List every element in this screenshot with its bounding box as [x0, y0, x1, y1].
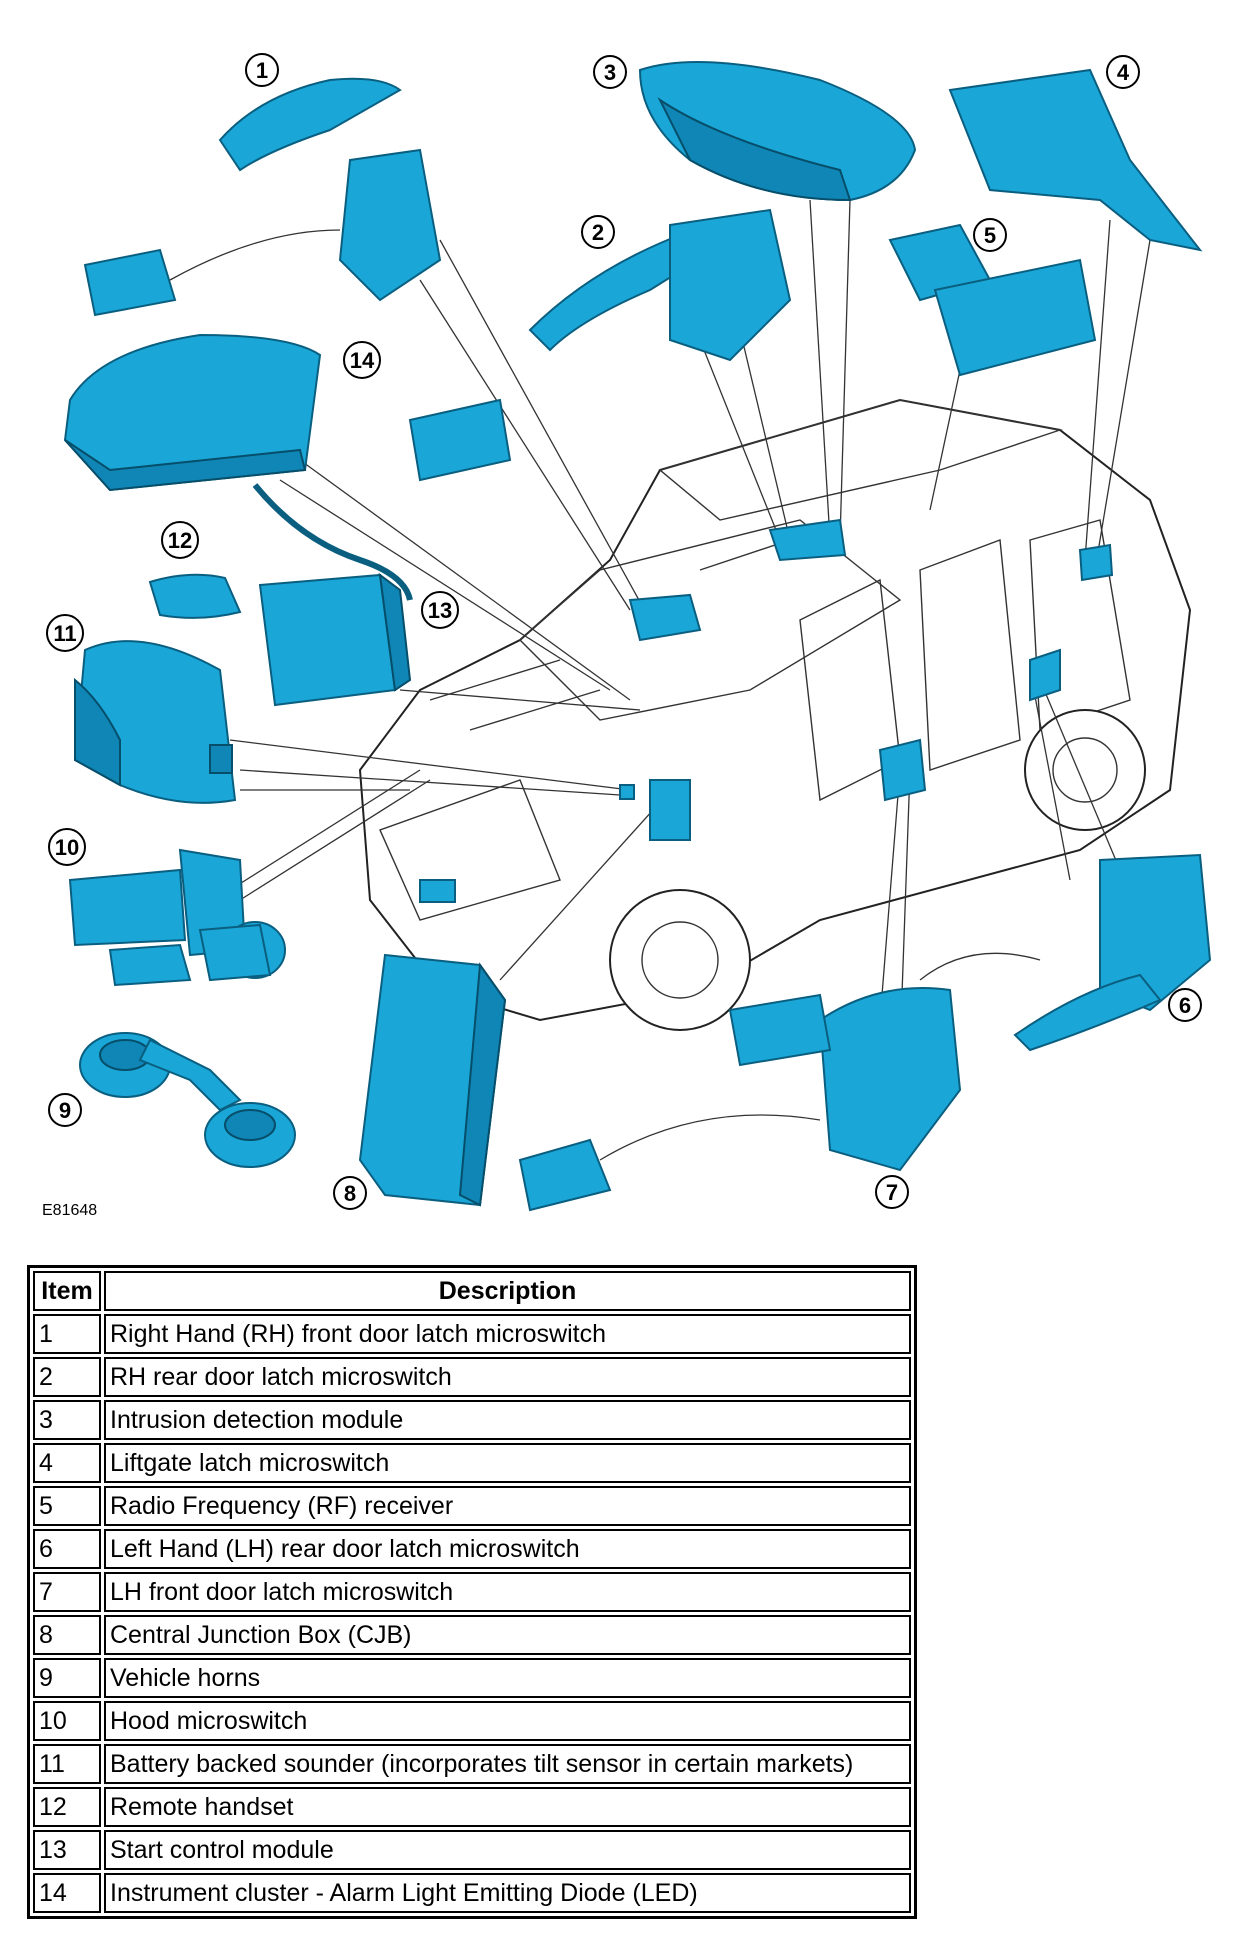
cell-description: Right Hand (RH) front door latch microsw… — [104, 1314, 911, 1354]
vehicle-component-markers — [419, 518, 1114, 903]
component-remote-handset — [148, 573, 242, 619]
cell-description: Vehicle horns — [104, 1658, 911, 1698]
callout-6: 6 — [1168, 988, 1202, 1022]
cell-description: Remote handset — [104, 1787, 911, 1827]
callout-5: 5 — [973, 218, 1007, 252]
callout-14: 14 — [343, 341, 381, 379]
component-rh-front-door-latch — [83, 77, 442, 317]
leader-lines — [229, 199, 1151, 1051]
callout-13: 13 — [421, 591, 459, 629]
cell-description: Intrusion detection module — [104, 1400, 911, 1440]
cell-item: 1 — [33, 1314, 101, 1354]
component-rh-rear-door-latch — [408, 208, 792, 482]
svg-text:11: 11 — [53, 621, 76, 646]
cell-item: 12 — [33, 1787, 101, 1827]
component-hood-microswitch — [68, 848, 286, 987]
component-vehicle-horns — [79, 1032, 296, 1168]
callout-4: 4 — [1106, 55, 1140, 89]
component-liftgate-latch — [948, 68, 1203, 252]
callout-12: 12 — [161, 521, 199, 559]
callout-11: 11 — [46, 614, 84, 652]
svg-text:6: 6 — [1179, 993, 1191, 1018]
cell-item: 8 — [33, 1615, 101, 1655]
svg-text:7: 7 — [886, 1180, 898, 1205]
component-rf-receiver — [888, 223, 1097, 377]
cell-item: 2 — [33, 1357, 101, 1397]
figure-reference-code: E81648 — [42, 1202, 97, 1219]
callout-10: 10 — [48, 828, 86, 866]
callout-9: 9 — [48, 1093, 82, 1127]
cell-description: Radio Frequency (RF) receiver — [104, 1486, 911, 1526]
svg-text:12: 12 — [168, 528, 192, 553]
component-intrusion-detection-module — [638, 61, 917, 202]
cell-description: Left Hand (LH) rear door latch microswit… — [104, 1529, 911, 1569]
cell-item: 11 — [33, 1744, 101, 1784]
svg-text:10: 10 — [55, 835, 79, 860]
callouts: 1 2 3 4 5 6 7 8 9 10 11 12 13 14 — [46, 53, 1202, 1210]
svg-text:3: 3 — [604, 60, 616, 85]
table-header-row: Item Description — [33, 1271, 911, 1311]
component-lh-rear-door-latch — [919, 853, 1212, 1052]
cell-description: Liftgate latch microswitch — [104, 1443, 911, 1483]
callout-7: 7 — [875, 1175, 909, 1209]
component-instrument-cluster — [63, 333, 322, 492]
component-battery-backed-sounder — [73, 640, 237, 804]
cell-description: LH front door latch microswitch — [104, 1572, 911, 1612]
component-central-junction-box — [358, 953, 507, 1207]
cell-description: Battery backed sounder (incorporates til… — [104, 1744, 911, 1784]
callout-1: 1 — [245, 53, 279, 87]
alarm-system-component-diagram: 1 2 3 4 5 6 7 8 9 10 11 12 13 14 E81648 — [42, 53, 1212, 1219]
cell-item: 6 — [33, 1529, 101, 1569]
cell-item: 10 — [33, 1701, 101, 1741]
cell-item: 13 — [33, 1830, 101, 1870]
cell-item: 5 — [33, 1486, 101, 1526]
component-start-control-module — [252, 483, 413, 707]
svg-text:1: 1 — [256, 58, 268, 83]
callout-3: 3 — [593, 55, 627, 89]
svg-text:8: 8 — [344, 1181, 356, 1206]
svg-text:4: 4 — [1117, 60, 1130, 85]
callout-8: 8 — [333, 1176, 367, 1210]
cell-item: 3 — [33, 1400, 101, 1440]
column-header-item: Item — [33, 1271, 101, 1311]
cell-description: Hood microswitch — [104, 1701, 911, 1741]
cell-item: 4 — [33, 1443, 101, 1483]
cell-item: 9 — [33, 1658, 101, 1698]
callout-2: 2 — [581, 215, 615, 249]
vehicle-outline — [358, 398, 1192, 1031]
svg-text:5: 5 — [984, 223, 996, 248]
svg-text:9: 9 — [59, 1098, 71, 1123]
svg-text:2: 2 — [592, 220, 604, 245]
component-lh-front-door-latch — [518, 987, 962, 1212]
svg-text:14: 14 — [350, 348, 375, 373]
cell-item: 7 — [33, 1572, 101, 1612]
svg-text:13: 13 — [428, 598, 452, 623]
cell-description: Central Junction Box (CJB) — [104, 1615, 911, 1655]
cell-item: 14 — [33, 1873, 101, 1913]
cell-description: Instrument cluster - Alarm Light Emittin… — [104, 1873, 911, 1913]
cell-description: RH rear door latch microswitch — [104, 1357, 911, 1397]
column-header-description: Description — [104, 1271, 911, 1311]
cell-description: Start control module — [104, 1830, 911, 1870]
